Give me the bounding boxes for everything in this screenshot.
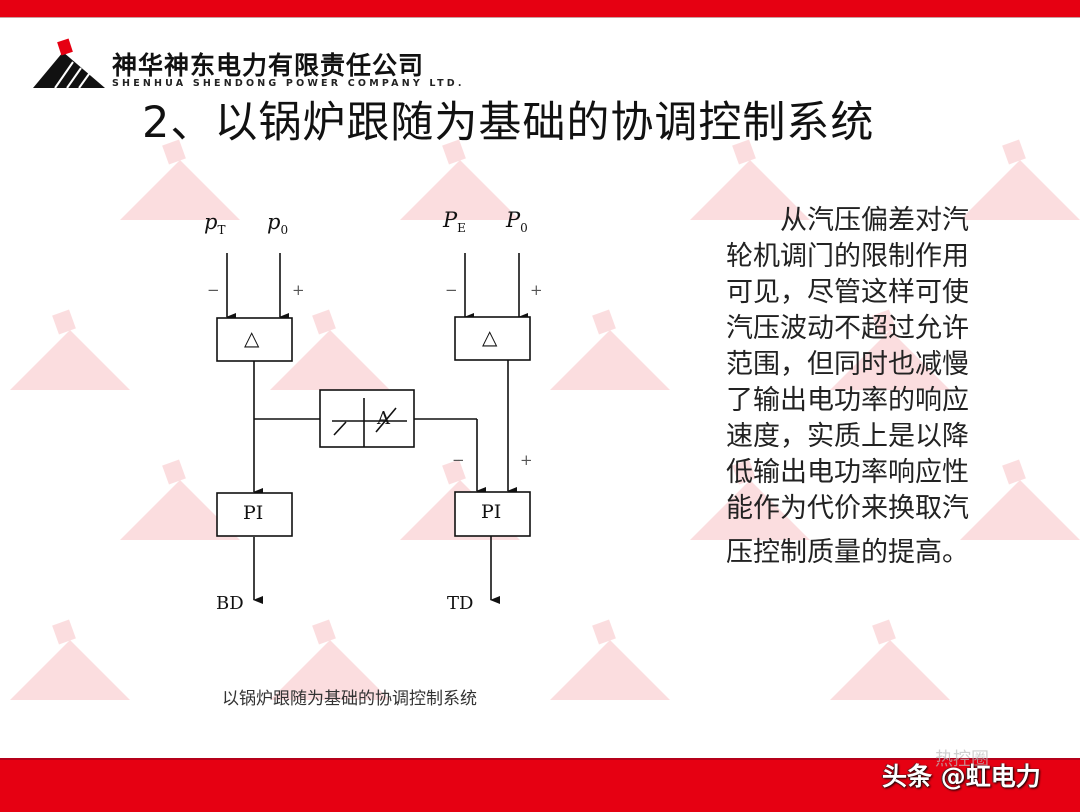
description-line: 汽压波动不超过允许	[726, 313, 969, 344]
company-logo-icon	[33, 38, 105, 89]
delta-block-left: △	[244, 326, 260, 350]
description-line: 范围，但同时也减慢	[726, 349, 969, 380]
description-line: 从汽压偏差对汽	[780, 205, 969, 236]
description-text: 从汽压偏差对汽 轮机调门的限制作用 可见，尽管这样可使 汽压波动不超过允许 范围…	[726, 203, 1016, 571]
pi-block-left: PI	[243, 502, 264, 524]
minus-sign: −	[452, 451, 465, 469]
output-label-td: TD	[447, 593, 474, 614]
bottom-red-bar	[0, 758, 1080, 812]
description-line: 速度，实质上是以降	[726, 421, 969, 452]
minus-sign: −	[207, 281, 220, 299]
input-label-pT: pT	[204, 210, 226, 238]
faint-watermark-text: 热控圈	[935, 749, 989, 770]
input-label-PE: PE	[443, 208, 466, 236]
minus-sign: −	[445, 281, 458, 299]
diagram-caption: 以锅炉跟随为基础的协调控制系统	[222, 689, 477, 709]
pi-block-right: PI	[481, 501, 502, 523]
plus-sign: +	[530, 281, 543, 299]
delta-block-right: △	[482, 325, 498, 349]
plus-sign: +	[520, 451, 533, 469]
input-label-p0: p0	[267, 210, 289, 238]
top-red-bar	[0, 0, 1080, 18]
description-line: 可见，尽管这样可使	[726, 277, 969, 308]
description-line: 低输出电功率响应性	[726, 457, 969, 488]
company-name-en: SHENHUA SHENDONG POWER COMPANY LTD.	[112, 78, 465, 89]
description-line: 轮机调门的限制作用	[726, 241, 969, 272]
footer-brand-watermark: 头条 @虹电力	[882, 762, 1041, 791]
input-label-P0: P0	[506, 208, 528, 236]
description-line: 能作为代价来换取汽	[726, 493, 969, 524]
output-label-bd: BD	[216, 593, 244, 614]
limiter-label: A	[377, 408, 390, 429]
description-line: 压控制质量的提高。	[726, 537, 969, 568]
plus-sign: +	[292, 281, 305, 299]
company-name-cn: 神华神东电力有限责任公司	[112, 51, 425, 80]
slide-title: 2、以锅炉跟随为基础的协调控制系统	[142, 98, 875, 148]
description-line: 了输出电功率的响应	[726, 385, 969, 416]
